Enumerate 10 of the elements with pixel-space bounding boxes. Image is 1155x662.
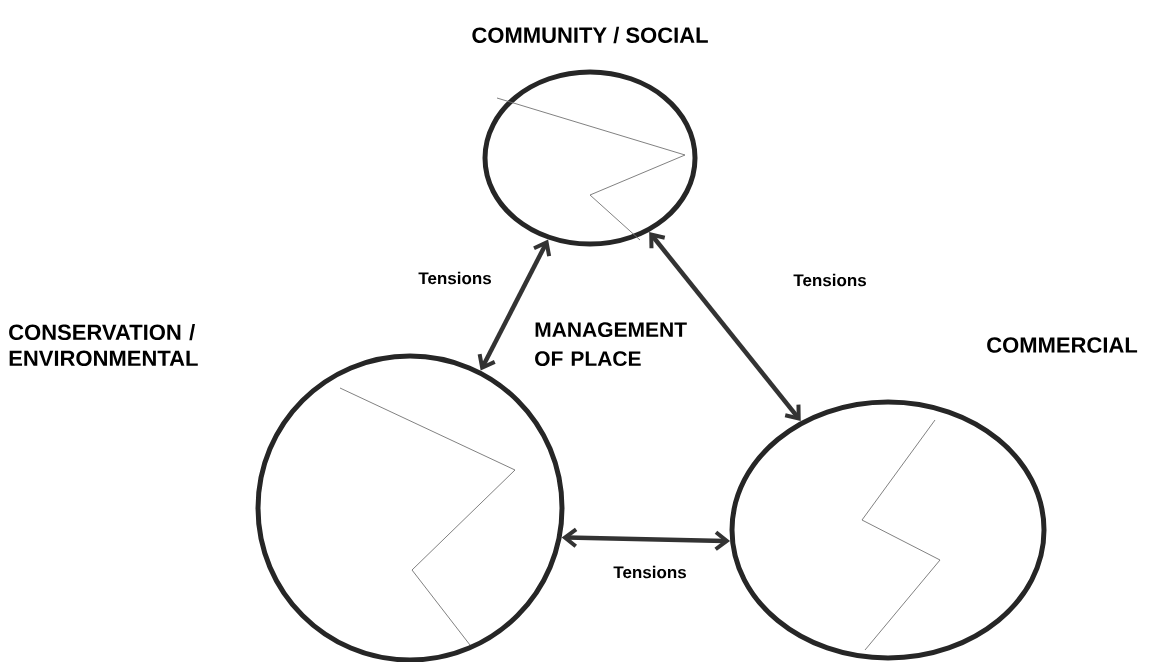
center-label: MANAGEMENT OF PLACE [535,322,687,367]
heading: COMMERCIAL [987,337,1138,353]
double-arrow [561,527,731,551]
double-arrow [477,239,552,371]
heading: CONSERVATION / ENVIRONMENTAL [9,323,198,367]
edge-label: Tensions [417,270,493,286]
double-arrow [649,231,801,422]
heading: COMMUNITY / SOCIAL [472,26,708,44]
edge-label: Tensions [792,272,868,288]
edge-label: Tensions [612,564,688,580]
